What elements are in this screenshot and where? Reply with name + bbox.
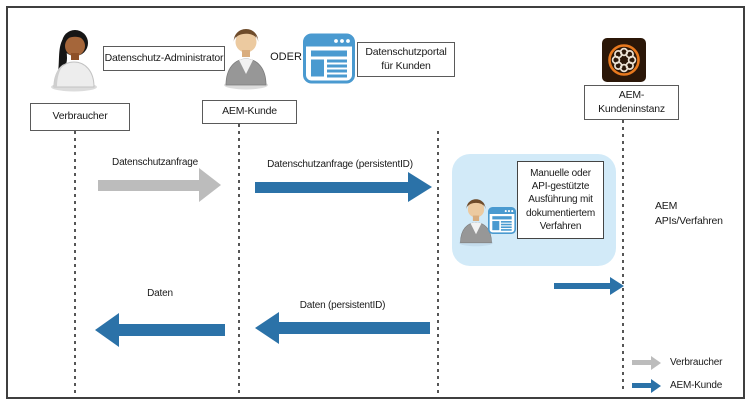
msg2-label: Datenschutzanfrage (persistentID): [267, 159, 413, 170]
lifeline-portal: [437, 131, 439, 393]
browser-window-icon: [303, 33, 355, 84]
lifeline-aem-kunde: [238, 124, 240, 393]
msg1-label: Datenschutzanfrage: [112, 157, 198, 168]
admin-label-box: Datenschutz-Administrator: [103, 46, 225, 71]
legend-verbraucher-label: Verbraucher: [670, 357, 723, 368]
oder-label: ODER: [270, 51, 302, 63]
legend-aem-kunde-arrow: [632, 379, 661, 393]
process-text: Manuelle oder API-gestützte Ausführung m…: [526, 168, 595, 232]
portal-label: Datenschutzportal für Kunden: [365, 46, 447, 72]
verbraucher-label-box: Verbraucher: [30, 103, 130, 131]
lifeline-aem-instanz: [622, 120, 624, 393]
process-man-user-icon: [458, 199, 494, 247]
msg4-label: Daten (persistentID): [299, 300, 386, 311]
msg2-arrow-right: [255, 172, 432, 202]
man-user-icon: [224, 29, 268, 90]
msg3-label: Daten: [147, 288, 173, 299]
aem-kunde-label: AEM-Kunde: [222, 105, 277, 118]
process-arrow-right: [554, 277, 624, 295]
process-browser-icon: [488, 207, 516, 234]
lifeline-verbraucher: [74, 131, 76, 393]
verbraucher-label: Verbraucher: [52, 110, 108, 123]
legend-verbraucher-arrow: [632, 356, 661, 370]
outer-border: [6, 6, 745, 399]
msg1-arrow-right: [98, 168, 221, 202]
aem-instanz-label-box: AEM- Kundeninstanz: [584, 85, 679, 120]
msg3-arrow-left: [95, 313, 225, 347]
aem-instanz-label: AEM- Kundeninstanz: [598, 89, 665, 115]
process-text-box: Manuelle oder API-gestützte Ausführung m…: [517, 161, 604, 239]
admin-label: Datenschutz-Administrator: [104, 51, 224, 64]
legend-aem-kunde-label: AEM-Kunde: [670, 380, 723, 391]
aem-kunde-label-box: AEM-Kunde: [202, 100, 297, 124]
aem-apis-text: AEM APIs/Verfahren: [655, 200, 723, 228]
woman-user-icon: [51, 30, 97, 92]
portal-label-box: Datenschutzportal für Kunden: [357, 42, 455, 77]
msg4-arrow-left: [255, 312, 430, 344]
aem-logo-icon: [602, 38, 646, 82]
